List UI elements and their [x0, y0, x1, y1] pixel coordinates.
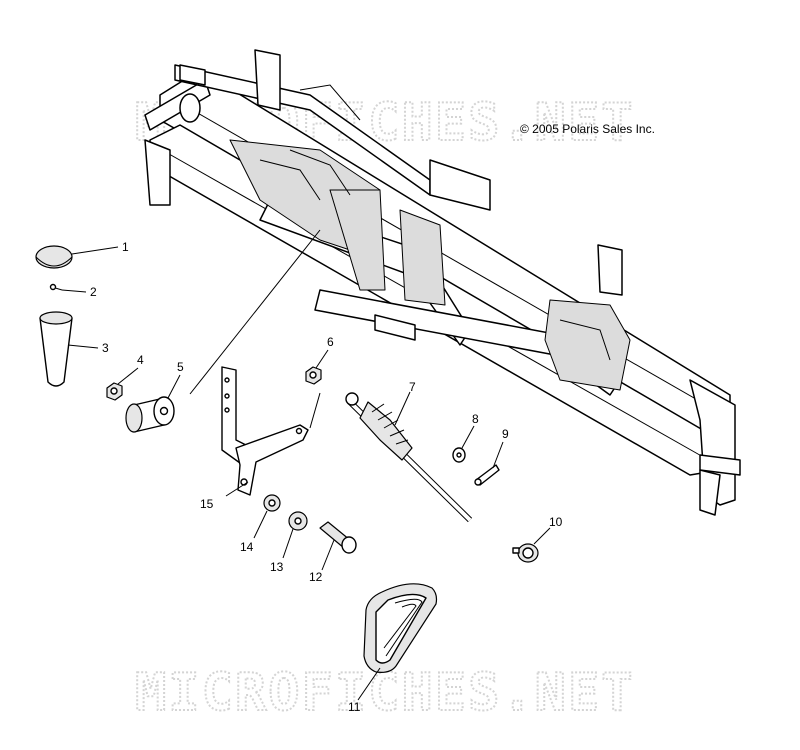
part-6-nut [305, 366, 322, 385]
part-8-washer [452, 447, 466, 463]
callout-13: 13 [270, 560, 284, 574]
callout-2: 2 [90, 285, 97, 299]
callout-14: 14 [240, 540, 254, 554]
callout-1: 1 [122, 240, 129, 254]
part-10-clamp [512, 543, 539, 563]
frame-assembly [144, 49, 741, 516]
callout-11: 11 [348, 700, 361, 714]
part-15-lever [221, 366, 309, 496]
callout-5: 5 [177, 360, 184, 374]
part-2-screw [49, 283, 63, 291]
part-13-washer [288, 511, 308, 531]
part-7-cable [345, 392, 473, 523]
callout-15: 15 [200, 497, 214, 511]
part-14-washer [263, 494, 281, 512]
callout-3: 3 [102, 341, 109, 355]
part-11-pedal [363, 583, 438, 673]
callout-7: 7 [409, 380, 416, 394]
callout-9: 9 [502, 427, 509, 441]
part-1-cap [35, 245, 73, 269]
callout-12: 12 [309, 570, 323, 584]
copyright-text: © 2005 Polaris Sales Inc. [520, 122, 655, 136]
part-9-clip [474, 464, 500, 486]
callout-labels: 1 2 3 4 5 6 7 8 9 10 11 12 13 14 15 [90, 240, 563, 714]
part-12-pin [319, 521, 357, 554]
callout-8: 8 [472, 412, 479, 426]
part-5-bushing [125, 396, 175, 433]
callout-4: 4 [137, 353, 144, 367]
part-4-nut [106, 382, 123, 401]
callout-10: 10 [549, 515, 563, 529]
callout-6: 6 [327, 335, 334, 349]
part-3-knob [39, 311, 73, 387]
